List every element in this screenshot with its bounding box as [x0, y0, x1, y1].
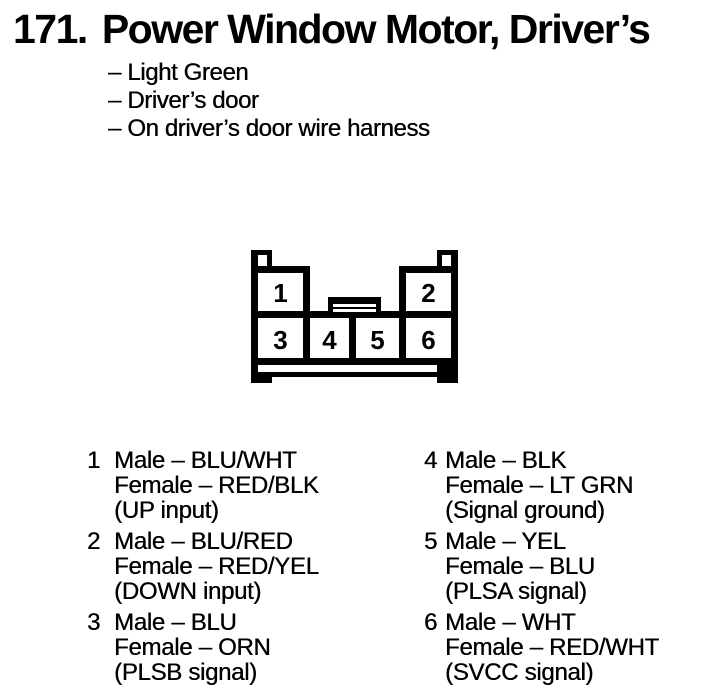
pin-details: Male – YEL Female – BLU (PLSA signal) [445, 529, 595, 604]
pin-details: Male – BLU/RED Female – RED/YEL (DOWN in… [114, 529, 319, 604]
latch-icon [328, 297, 381, 318]
pin-male-wire: Male – BLU [114, 609, 237, 636]
pin-signal: (SVCC signal) [445, 659, 594, 686]
section-number: 171. [13, 6, 88, 52]
pin-list-left-column: 1 Male – BLU/WHT Female – RED/BLK (UP in… [87, 448, 319, 691]
cavity-number-6: 6 [421, 325, 435, 355]
cavity-number-2: 2 [421, 278, 435, 308]
pin-female-wire: Female – RED/WHT [445, 634, 659, 661]
section-title: Power Window Motor, Driver’s [101, 6, 651, 52]
pin-male-wire: Male – YEL [445, 528, 566, 555]
pin-female-wire: Female – LT GRN [445, 472, 634, 499]
pin-entry-1: 1 Male – BLU/WHT Female – RED/BLK (UP in… [87, 448, 319, 523]
pin-details: Male – WHT Female – RED/WHT (SVCC signal… [445, 610, 659, 685]
latch-body [328, 297, 381, 318]
pin-entry-6: 6 Male – WHT Female – RED/WHT (SVCC sign… [424, 610, 659, 685]
latch-rib [333, 304, 376, 307]
cavity-number-5: 5 [370, 325, 384, 355]
pin-female-wire: Female – RED/BLK [114, 472, 319, 499]
pin-signal: (DOWN input) [114, 578, 262, 605]
outline-segment [251, 372, 458, 377]
pin-male-wire: Male – BLU/RED [114, 528, 293, 555]
outline-segment [437, 250, 442, 268]
connector-notes: – Light Green – Driver’s door – On drive… [108, 59, 430, 143]
pin-signal: (UP input) [114, 497, 219, 524]
pin-number: 6 [424, 609, 438, 636]
outline-segment [251, 377, 272, 383]
outline-segment [349, 311, 356, 365]
outline-segment [399, 266, 458, 273]
latch-rib [333, 309, 376, 312]
outline-segment [251, 250, 272, 255]
pin-details: Male – BLU Female – ORN (PLSB signal) [114, 609, 271, 686]
pin-list-right-column: 4 Male – BLK Female – LT GRN (Signal gro… [424, 448, 659, 691]
pin-entry-5: 5 Male – YEL Female – BLU (PLSA signal) [424, 529, 659, 604]
note-color: – Light Green [108, 59, 249, 86]
pin-number: 5 [424, 528, 438, 555]
pin-details: Male – BLU/WHT Female – RED/BLK (UP inpu… [114, 448, 319, 523]
pin-number: 2 [87, 528, 101, 555]
pin-signal: (Signal ground) [445, 497, 605, 524]
pin-male-wire: Male – BLK [445, 447, 567, 474]
outline-segment [437, 365, 458, 383]
pin-entry-2: 2 Male – BLU/RED Female – RED/YEL (DOWN … [87, 529, 319, 604]
pin-entry-4: 4 Male – BLK Female – LT GRN (Signal gro… [424, 448, 659, 523]
page-title: 171. Power Window Motor, Driver’s [13, 6, 651, 52]
pin-entry-3: 3 Male – BLU Female – ORN (PLSB signal) [87, 610, 319, 685]
outline-segment [251, 266, 310, 273]
cavity-number-3: 3 [273, 325, 287, 355]
outline-segment [267, 250, 272, 268]
cavity-number-4: 4 [322, 325, 337, 355]
pin-male-wire: Male – WHT [445, 609, 576, 636]
connector-face-diagram: 1 2 3 4 5 6 [251, 250, 458, 383]
pin-signal: (PLSB signal) [114, 659, 257, 686]
pin-details: Male – BLK Female – LT GRN (Signal groun… [445, 448, 633, 523]
pin-female-wire: Female – BLU [445, 553, 595, 580]
pin-signal: (PLSA signal) [445, 578, 587, 605]
pin-female-wire: Female – ORN [114, 634, 271, 661]
outline-segment [437, 250, 458, 255]
cavity-numbers: 1 2 3 4 5 6 [273, 278, 435, 355]
cavity-number-1: 1 [273, 278, 287, 308]
pin-female-wire: Female – RED/YEL [114, 553, 319, 580]
outline-segment [251, 358, 458, 365]
note-harness: – On driver’s door wire harness [108, 115, 430, 142]
pin-number: 3 [87, 609, 101, 636]
pin-male-wire: Male – BLU/WHT [114, 447, 297, 474]
note-location: – Driver’s door [108, 87, 259, 114]
pin-number: 1 [87, 447, 101, 474]
pin-number: 4 [424, 447, 438, 474]
